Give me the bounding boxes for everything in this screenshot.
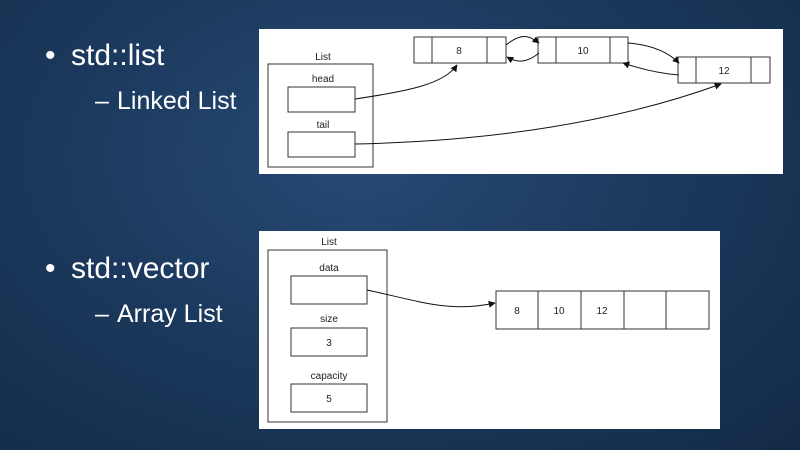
list-node: 12 bbox=[677, 56, 771, 84]
array-cell-value: 12 bbox=[596, 306, 608, 317]
capacity-field bbox=[290, 383, 368, 413]
vector-container-label: List bbox=[321, 237, 337, 248]
head-label: head bbox=[312, 74, 334, 85]
array-cell-value: 10 bbox=[553, 306, 565, 317]
list-container-label: List bbox=[315, 52, 331, 63]
bullet-dot: • bbox=[45, 252, 56, 285]
bullet-title: std::list bbox=[71, 39, 165, 72]
list-node: 8 bbox=[413, 36, 507, 64]
array-cell: 12 bbox=[580, 290, 625, 330]
bullet-title: std::vector bbox=[71, 252, 210, 285]
bullet-subtitle: Array List bbox=[117, 300, 223, 328]
array-cell: 10 bbox=[537, 290, 582, 330]
capacity-label: capacity bbox=[311, 371, 348, 382]
bullet-std-list: • std::list – Linked List bbox=[45, 38, 237, 116]
next-arrow bbox=[505, 36, 540, 46]
size-value: 3 bbox=[326, 338, 332, 349]
prev-arrow bbox=[622, 61, 680, 76]
size-label: size bbox=[320, 314, 338, 325]
bullet-std-vector: • std::vector – Array List bbox=[45, 251, 223, 329]
prev-arrow bbox=[506, 52, 540, 64]
array-cell: 8 bbox=[495, 290, 539, 330]
vector-diagram: List data size 3 capacity 5 8 10 12 bbox=[259, 231, 720, 429]
data-label: data bbox=[319, 263, 339, 274]
array-cell bbox=[623, 290, 667, 330]
array-cell-value: 8 bbox=[514, 306, 520, 317]
array-cell bbox=[665, 290, 710, 330]
node-value: 12 bbox=[718, 66, 730, 77]
list-container-box bbox=[267, 63, 374, 168]
node-value: 8 bbox=[456, 46, 462, 57]
head-field bbox=[287, 86, 356, 113]
size-field bbox=[290, 327, 368, 357]
list-node: 10 bbox=[537, 36, 629, 64]
sub-dash: – bbox=[95, 87, 109, 115]
data-field bbox=[290, 275, 368, 305]
vector-svg: List data size 3 capacity 5 8 10 12 bbox=[267, 237, 710, 423]
sub-dash: – bbox=[95, 300, 109, 328]
tail-label: tail bbox=[317, 120, 330, 131]
node-value: 10 bbox=[577, 46, 589, 57]
tail-arrow bbox=[354, 82, 722, 145]
linked-list-svg: List head tail 8 10 12 bbox=[267, 36, 771, 168]
head-arrow bbox=[354, 64, 458, 100]
data-arrow bbox=[366, 289, 496, 308]
capacity-value: 5 bbox=[326, 394, 332, 405]
bullet-subtitle: Linked List bbox=[117, 87, 237, 115]
tail-field bbox=[287, 131, 356, 158]
next-arrow bbox=[627, 42, 680, 64]
bullet-dot: • bbox=[45, 39, 56, 72]
vector-container-box bbox=[267, 249, 388, 423]
linked-list-diagram: List head tail 8 10 12 bbox=[259, 29, 783, 174]
